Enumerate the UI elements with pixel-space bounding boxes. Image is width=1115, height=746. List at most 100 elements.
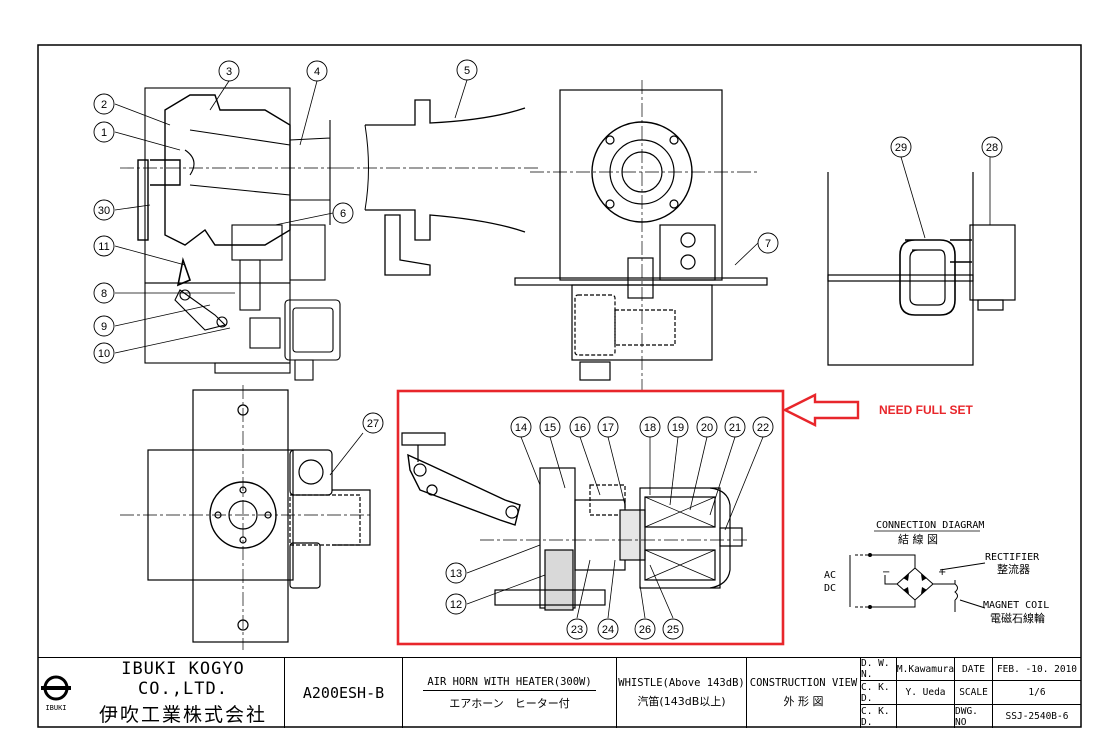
svg-text:8: 8 [101, 288, 107, 300]
date-value: FEB. -10. 2010 [993, 658, 1081, 681]
callout-30: 30 [93, 199, 115, 221]
whistle-cell: WHISTLE(Above 143dB) 汽笛(143dB以上) [617, 658, 747, 728]
dwn-value: M.Kawamura [897, 658, 955, 681]
callout-16: 16 [569, 416, 591, 438]
section-detail [401, 432, 750, 611]
leader-lines [114, 79, 991, 619]
scale-value: 1/6 [993, 681, 1081, 705]
svg-text:27: 27 [367, 418, 379, 430]
callout-25: 25 [662, 618, 684, 640]
svg-text:26: 26 [639, 624, 651, 636]
ibuki-logo-icon [41, 675, 71, 701]
callout-9: 9 [93, 315, 115, 337]
svg-text:28: 28 [986, 142, 998, 154]
svg-text:1: 1 [101, 127, 107, 139]
callout-24: 24 [597, 618, 619, 640]
svg-text:5: 5 [464, 65, 470, 77]
highlight-box [396, 389, 785, 646]
ckd1-label: C. K. D. [861, 681, 897, 705]
svg-text:7: 7 [765, 238, 771, 250]
front-view [514, 80, 768, 390]
callout-5: 5 [456, 59, 478, 81]
ckd2-value [897, 705, 955, 728]
model-number: A200ESH-B [302, 684, 385, 702]
plan-view [120, 385, 371, 650]
ac-label: AC [824, 570, 836, 581]
ckd2-label: C. K. D. [861, 705, 897, 728]
callout-15: 15 [539, 416, 561, 438]
scale-label: SCALE [955, 681, 993, 705]
company-logo: IBUKI [38, 674, 74, 712]
whistle-jp: 汽笛(143dB以上) [637, 695, 726, 708]
svg-text:24: 24 [602, 624, 614, 636]
rectifier-label-jp: 整流器 [997, 562, 1030, 576]
svg-text:16: 16 [574, 422, 586, 434]
callout-28: 28 [981, 136, 1003, 158]
svg-text:14: 14 [515, 422, 527, 434]
callout-8: 8 [93, 282, 115, 304]
svg-text:30: 30 [98, 205, 110, 217]
callout-27: 27 [362, 412, 384, 434]
approval-grid: D. W. N. M.Kawamura DATE FEB. -10. 2010 … [861, 658, 1081, 728]
callout-3: 3 [218, 60, 240, 82]
callout-23: 23 [566, 618, 588, 640]
heater-view [827, 172, 1016, 366]
callout-26: 26 [634, 618, 656, 640]
rectifier-minus: − [882, 567, 890, 578]
rectifier-plus: + [938, 567, 946, 578]
dwn-label: D. W. N. [861, 658, 897, 681]
svg-text:18: 18 [644, 422, 656, 434]
svg-text:21: 21 [729, 422, 741, 434]
callout-18: 18 [639, 416, 661, 438]
product-name-jp: エアホーン ヒーター付 [449, 696, 570, 710]
product-cell: AIR HORN WITH HEATER(300W) エアホーン ヒーター付 [403, 658, 617, 728]
connection-title-en: CONNECTION DIAGRAM [876, 520, 984, 531]
svg-text:12: 12 [450, 599, 462, 611]
callout-21: 21 [724, 416, 746, 438]
part-callouts: 1 2 3 4 5 6 7 8 9 10 11 12 13 14 15 16 1… [93, 59, 1003, 640]
callout-7: 7 [757, 232, 779, 254]
company-name-jp: 伊吹工業株式会社 [98, 704, 267, 726]
dc-label: DC [824, 583, 836, 594]
callout-2: 2 [93, 93, 115, 115]
connection-diagram: CONNECTION DIAGRAM 結 線 図 − + AC DC [824, 520, 1049, 625]
svg-text:20: 20 [701, 422, 713, 434]
side-view [120, 87, 341, 381]
callout-17: 17 [597, 416, 619, 438]
callout-1: 1 [93, 121, 115, 143]
callout-6: 6 [332, 202, 354, 224]
callout-22: 22 [752, 416, 774, 438]
horn-bell-view [340, 99, 540, 276]
connection-title-jp: 結 線 図 [898, 532, 938, 546]
dwgno-label: DWG. NO [955, 705, 993, 728]
company-name-en: IBUKI KOGYO CO.,LTD. [121, 659, 245, 699]
dwgno-value: SSJ-2540B-6 [1005, 711, 1069, 722]
highlight-arrow [782, 393, 860, 427]
date-label: DATE [955, 658, 993, 681]
svg-text:29: 29 [895, 142, 907, 154]
view-cell: CONSTRUCTION VIEW 外 形 図 [747, 658, 861, 728]
svg-text:13: 13 [450, 568, 462, 580]
svg-text:17: 17 [602, 422, 614, 434]
callout-20: 20 [696, 416, 718, 438]
svg-text:23: 23 [571, 624, 583, 636]
svg-text:19: 19 [672, 422, 684, 434]
callout-19: 19 [667, 416, 689, 438]
product-name-en: AIR HORN WITH HEATER(300W) [423, 676, 596, 691]
callout-12: 12 [445, 593, 467, 615]
magnet-coil-label-en: MAGNET COIL [983, 600, 1049, 611]
ckd1-value: Y. Ueda [897, 681, 955, 705]
svg-text:4: 4 [314, 66, 320, 78]
model-cell: A200ESH-B [285, 658, 403, 728]
rectifier-label-en: RECTIFIER [985, 552, 1040, 563]
svg-text:6: 6 [340, 208, 346, 220]
callout-13: 13 [445, 562, 467, 584]
logo-text: IBUKI [45, 704, 67, 712]
svg-text:15: 15 [544, 422, 556, 434]
callout-10: 10 [93, 342, 115, 364]
callout-14: 14 [510, 416, 532, 438]
callout-11: 11 [93, 235, 115, 257]
need-full-set-note: NEED FULL SET [879, 403, 973, 417]
svg-text:25: 25 [667, 624, 679, 636]
